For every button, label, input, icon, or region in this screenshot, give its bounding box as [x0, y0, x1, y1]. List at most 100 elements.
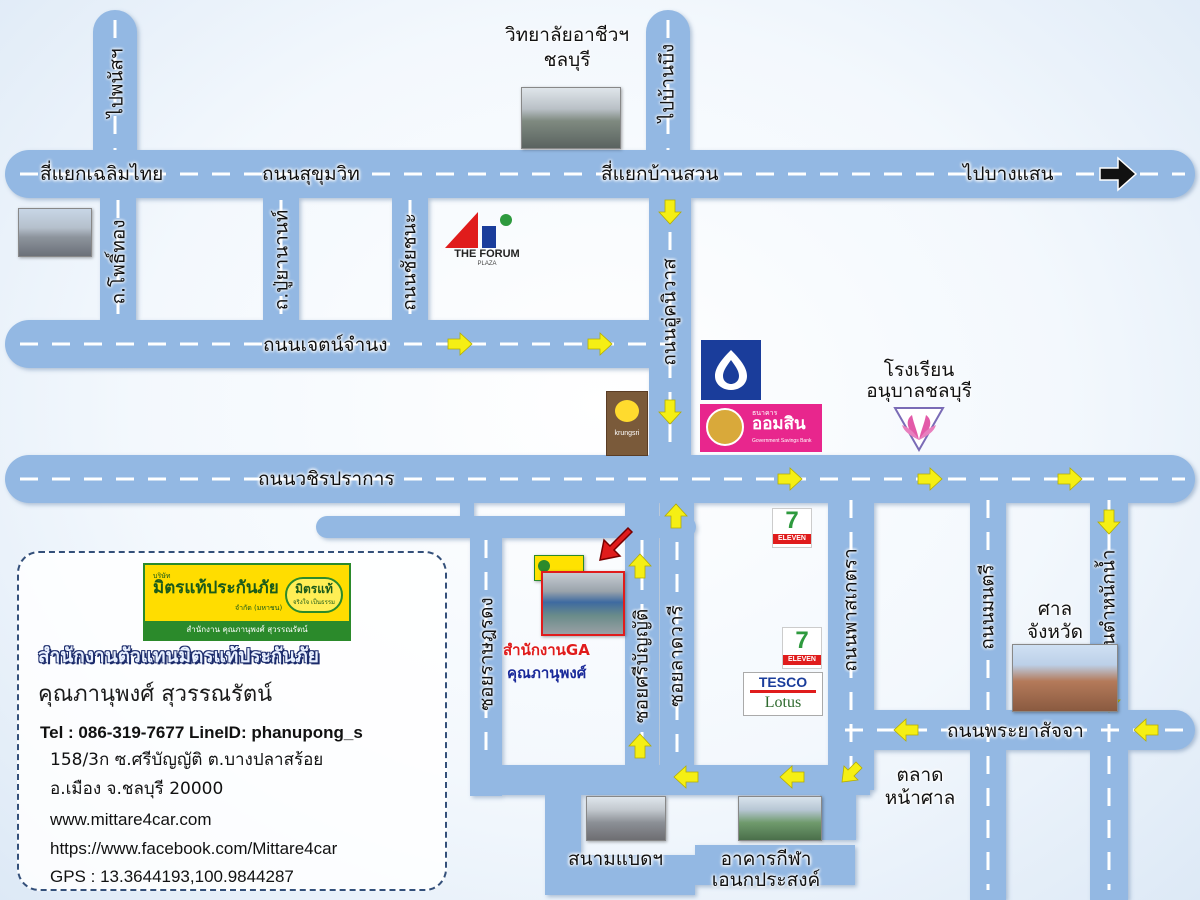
logo-agent: สำนักงาน คุณภานุพงศ์ สุวรรณรัตน์: [145, 621, 349, 639]
office-title: สำนักงานGA: [503, 641, 590, 659]
label-soi-lad-daret: ซอยลาดวารี: [665, 605, 688, 707]
card-tel: Tel : 086-319-7677 LineID: phanupong_s: [40, 723, 363, 742]
label-jet-jamnong: ถนนเจตน์จำนง: [263, 334, 388, 356]
photo-building-left: [18, 208, 92, 257]
lotus-text: Lotus: [764, 694, 802, 711]
road-bottom: [470, 765, 870, 795]
label-chaichana: ถนนชัยชนะ: [398, 213, 421, 311]
seven-eleven-number-2: 7: [795, 627, 809, 654]
card-gps: GPS : 13.3644193,100.9844287: [50, 867, 294, 886]
label-soi-ratsadong: ซอยราษฎรดง: [475, 597, 498, 711]
road-bottom-lower2: [695, 845, 855, 885]
sports-line1: อาคารกีฬา: [720, 848, 812, 870]
gsb-en-text: Government Savings Bank: [752, 438, 812, 444]
label-montri: ถนนมนตรี: [976, 564, 999, 650]
label-sports-hall: อาคารกีฬา เอนกประสงค์: [696, 850, 836, 890]
krungsri-emblem: [615, 400, 639, 422]
krungsri-logo: krungsri: [606, 391, 648, 456]
bangkok-bank-icon: [715, 350, 747, 390]
sports-line2: เอนกประสงค์: [711, 869, 821, 891]
card-person: คุณภานุพงศ์ สุวรรณรัตน์: [38, 682, 273, 707]
school-line1: โรงเรียน: [883, 359, 955, 381]
lane-markings: [20, 20, 1185, 890]
seven-eleven-text: ELEVEN: [773, 534, 811, 544]
label-college: วิทยาลัยอาชีวฯ ชลบุรี: [497, 26, 637, 70]
arrow-up: [628, 733, 652, 759]
photo-badminton: [586, 796, 666, 841]
label-court: ศาล จังหวัด: [1022, 600, 1088, 642]
tesco-lotus-logo: TESCO Lotus: [743, 672, 823, 716]
school-line2: อนุบาลชลบุรี: [866, 380, 972, 402]
card-address1: 158/3ก ซ.ศรีบัญญัติ ต.บางปลาสร้อย: [50, 750, 324, 770]
krungsri-text: krungsri: [614, 430, 640, 437]
office-name: คุณภานุพงศ์: [507, 664, 587, 682]
court-line1: ศาล: [1037, 598, 1073, 620]
label-to-bangsaen: ไปบางแสน: [963, 163, 1054, 185]
court-line2: จังหวัด: [1027, 621, 1083, 643]
logo-company-small: บริษัท: [153, 572, 171, 580]
office-photo: [541, 571, 625, 636]
office-sign-emblem: [538, 560, 550, 572]
arrow-left: [779, 765, 805, 789]
label-pu-yanan: ถ.ปู่ยานานท์: [270, 209, 293, 311]
road-bottom-lower: [545, 855, 695, 895]
arrow-down: [1097, 509, 1121, 535]
seven-eleven-number: 7: [785, 507, 799, 534]
arrow-right: [1057, 467, 1083, 491]
label-wachira-prakan: ถนนวชิรปราการ: [258, 468, 395, 490]
tesco-underline: [750, 690, 816, 693]
label-school: โรงเรียน อนุบาลชลบุรี: [852, 361, 986, 401]
card-address2: อ.เมือง จ.ชลบุรี 20000: [50, 779, 224, 799]
arrow-left: [673, 765, 699, 789]
market-line2: หน้าศาล: [884, 787, 956, 809]
logo-slogan: จริงใจ เป็นธรรม: [292, 599, 336, 606]
label-to-ban-bueng: ไปบ้านบึง: [656, 43, 679, 123]
label-to-phanat: ไปพนัสฯ: [105, 48, 128, 118]
label-pho-thong: ถ.โพธิ์ทอง: [107, 219, 130, 305]
gsb-logo: ธนาคาร ออมสิน Government Savings Bank: [700, 404, 822, 452]
arrow-right: [447, 332, 473, 356]
road-connector: [316, 516, 696, 538]
seven-eleven-text-2: ELEVEN: [783, 655, 821, 665]
label-soi-sri-banyat: ซอยศรีบัญญัติ: [630, 608, 653, 724]
forum-line1: THE FORUM: [454, 248, 520, 260]
logo-company-suffix: จำกัด (มหาชน): [235, 604, 283, 612]
road-bottom-right-vert: [820, 780, 856, 840]
label-phasakatra: ถนนพาสเกตรา: [839, 548, 862, 672]
lotus-school-icon: [893, 407, 945, 453]
seven-eleven-logo-2: 7 ELEVEN: [782, 627, 822, 669]
gsb-small-text: ธนาคาร: [752, 410, 778, 417]
gsb-text: ออมสิน: [752, 414, 806, 434]
arrow-right: [917, 467, 943, 491]
label-ban-suan: สี่แยกบ้านสวน: [601, 163, 719, 185]
arrow-right: [777, 467, 803, 491]
card-heading: สำนักงานตัวแทนมิตรแท้ประกันภัย: [38, 645, 319, 667]
photo-college: [521, 87, 621, 149]
arrow-up: [664, 503, 688, 529]
card-facebook[interactable]: https://www.facebook.com/Mittare4car: [50, 839, 338, 858]
college-line1: วิทยาลัยอาชีวฯ: [504, 24, 630, 46]
arrow-up: [628, 553, 652, 579]
label-phraya-sajja: ถนนพระยาสัจจา: [947, 720, 1084, 742]
arrow-left: [1133, 718, 1159, 742]
black-arrow-icon: [1099, 156, 1138, 192]
gsb-emblem: [706, 408, 744, 446]
arrow-down: [658, 399, 682, 425]
forum-line2: PLAZA: [477, 261, 497, 267]
tesco-text: TESCO: [758, 674, 808, 690]
college-line2: ชลบุรี: [543, 49, 591, 71]
label-market: ตลาด หน้าศาล: [875, 766, 965, 808]
forum-plaza-logo: [445, 212, 512, 248]
arrow-right: [587, 332, 613, 356]
arrow-down: [658, 199, 682, 225]
bangkok-bank-logo: [701, 340, 761, 400]
label-sukhumvit: ถนนสุขุมวิท: [262, 163, 360, 185]
label-au-khanikwat: ถนนอู่คนิวาส: [658, 258, 681, 366]
card-website[interactable]: www.mittare4car.com: [50, 810, 212, 829]
logo-brand: มิตรแท้: [295, 582, 333, 596]
forum-plaza-text: THE FORUM PLAZA: [444, 248, 530, 268]
company-logo: บริษัท มิตรแท้ประกันภัย จำกัด (มหาชน) มิ…: [143, 563, 351, 641]
photo-court: [1012, 644, 1118, 712]
market-line1: ตลาด: [896, 764, 944, 786]
